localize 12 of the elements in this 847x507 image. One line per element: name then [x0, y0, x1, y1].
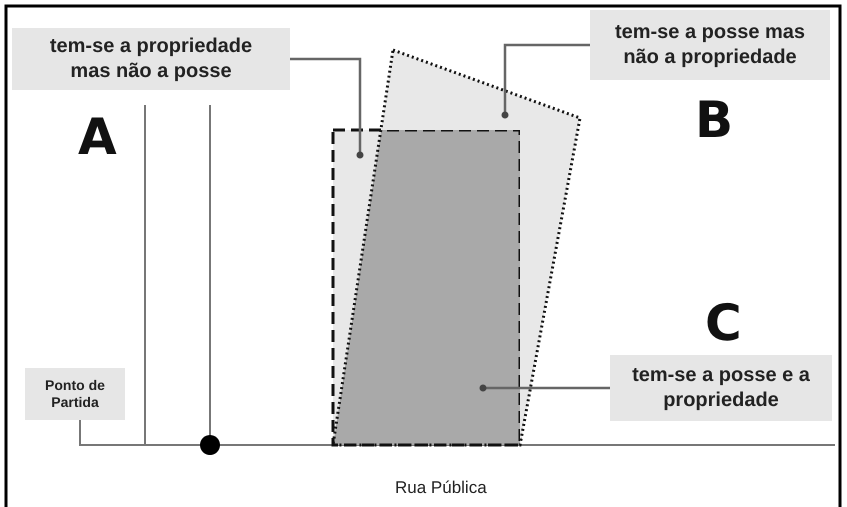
- dotted-plot-outline: [331, 48, 582, 446]
- street-label: Rua Pública: [395, 478, 487, 498]
- callout-label: tem-se a posse mas não a propriedade: [590, 10, 830, 80]
- leader-line: [290, 58, 364, 158]
- callout-label: Ponto de Partida: [25, 368, 125, 420]
- letter-label: A: [78, 112, 117, 162]
- leader-line: [480, 384, 610, 392]
- callout-label: tem-se a propriedade mas não a posse: [12, 28, 290, 90]
- letter-label: B: [695, 95, 734, 145]
- leader-line: [502, 44, 590, 118]
- callout-label: tem-se a posse e a propriedade: [610, 355, 832, 421]
- letter-label: C: [705, 298, 742, 348]
